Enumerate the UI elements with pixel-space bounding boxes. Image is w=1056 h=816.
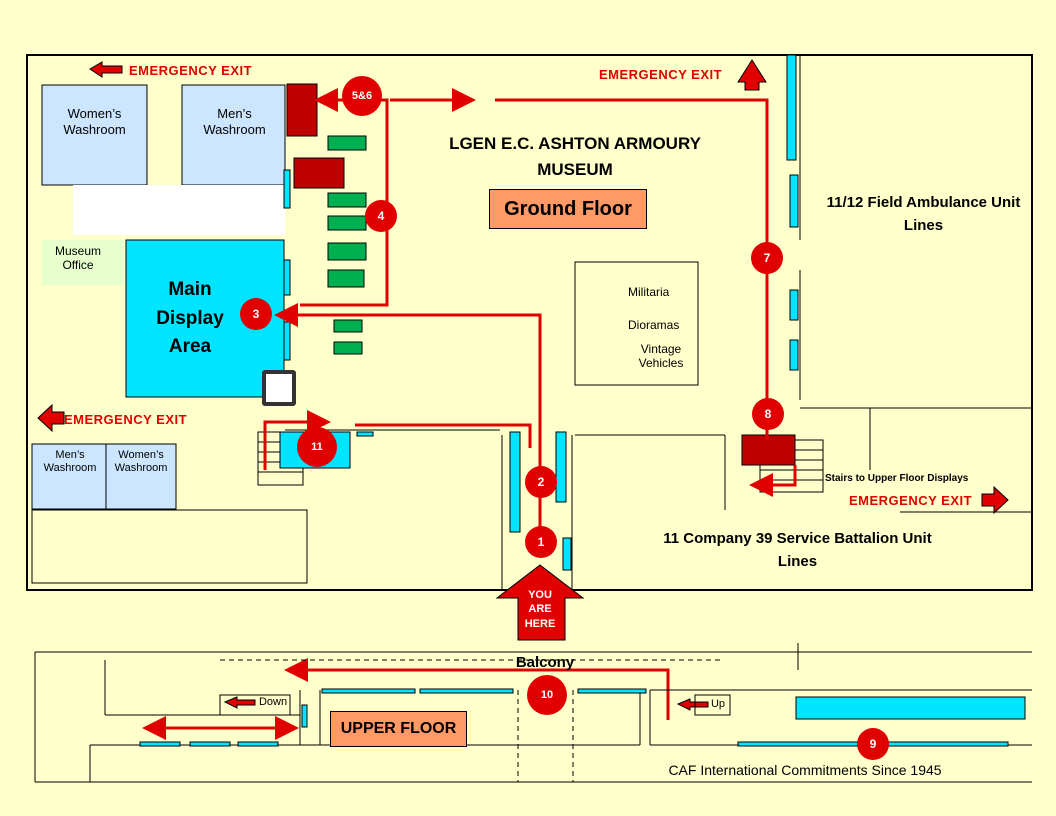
- legend-militaria: Militaria: [628, 285, 670, 299]
- field-ambulance-label: 11/12 Field Ambulance Unit Lines: [826, 194, 1021, 234]
- legend-dioramas: Dioramas: [628, 318, 680, 332]
- upper-floor-label: UPPER FLOOR: [330, 711, 467, 747]
- stop-11-marker[interactable]: 11: [297, 427, 337, 467]
- emergency-exit-label-left: EMERGENCY EXIT: [64, 412, 188, 427]
- service-battalion-label: 11 Company 39 Service Battalion Unit Lin…: [663, 530, 932, 570]
- stop-5-6-marker[interactable]: 5&6: [342, 76, 382, 116]
- museum-office-label: Museum Office: [54, 244, 101, 273]
- mens-washroom-label-2: Men’s Washroom: [43, 449, 97, 475]
- museum-title-line1: LGEN E.C. ASHTON ARMOURY: [449, 134, 701, 153]
- stop-7-marker[interactable]: 7: [751, 242, 783, 274]
- museum-title-line2: MUSEUM: [537, 160, 613, 179]
- balcony-label: Balcony: [515, 654, 575, 671]
- stop-8-marker[interactable]: 8: [752, 398, 784, 430]
- down-label: Down: [258, 696, 288, 708]
- stop-10-marker[interactable]: 10: [527, 675, 567, 715]
- womens-washroom-room: [41, 84, 148, 186]
- you-are-here-label: YOU ARE HERE: [524, 589, 556, 630]
- up-label: Up: [710, 698, 726, 710]
- emergency-exit-label-topright: EMERGENCY EXIT: [599, 67, 723, 82]
- womens-washroom-label-2: Women’s Washroom: [114, 449, 168, 475]
- museum-office-room: [42, 240, 124, 285]
- womens-washroom-label: Women’s Washroom: [63, 106, 126, 137]
- emergency-exit-label-topleft: EMERGENCY EXIT: [129, 63, 253, 78]
- legend-vehicles: Vintage Vehicles: [638, 342, 684, 371]
- stop-4-marker[interactable]: 4: [365, 200, 397, 232]
- stop-1-marker[interactable]: 1: [525, 526, 557, 558]
- caf-commitments-label: CAF International Commitments Since 1945: [668, 762, 942, 778]
- mens-washroom-label: Men’s Washroom: [203, 106, 266, 137]
- main-display-area-label: Main Display Area: [156, 279, 224, 357]
- mens-washroom-room: [181, 84, 286, 186]
- stairs-upper-label: Stairs to Upper Floor Displays: [825, 473, 969, 484]
- emergency-exit-label-right: EMERGENCY EXIT: [849, 493, 973, 508]
- legend-box: [574, 261, 699, 386]
- stop-3-marker[interactable]: 3: [240, 298, 272, 330]
- stop-2-marker[interactable]: 2: [525, 466, 557, 498]
- stop-9-marker[interactable]: 9: [857, 728, 889, 760]
- ground-floor-label: Ground Floor: [489, 189, 647, 229]
